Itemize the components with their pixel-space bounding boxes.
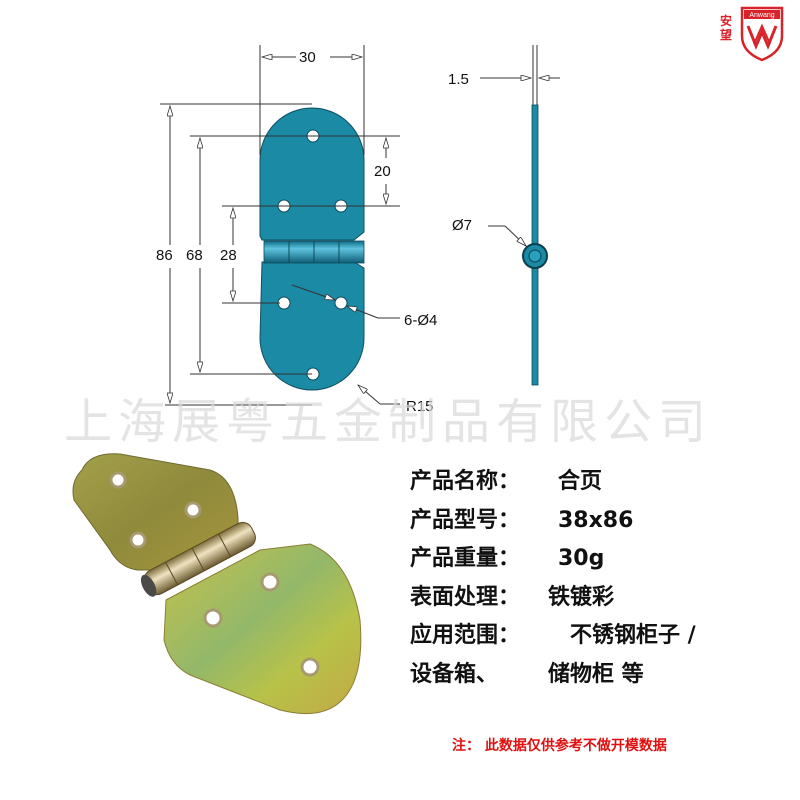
brand-logo: 安望 Anwang bbox=[720, 6, 790, 62]
dim-thickness: 1.5 bbox=[448, 71, 469, 88]
brand-name-cn: 安望 bbox=[720, 14, 733, 42]
spec-row-application: 应用范围：不锈钢柜子 / bbox=[410, 623, 696, 648]
hinge-side-view bbox=[522, 104, 548, 386]
technical-drawing bbox=[160, 45, 560, 406]
dim-outer-hole-span: 68 bbox=[186, 247, 203, 264]
shield-logo-icon: Anwang bbox=[740, 6, 784, 62]
spec-row-finish: 表面处理：铁镀彩 bbox=[410, 584, 615, 610]
spec-row-weight: 产品重量：30g bbox=[410, 546, 605, 571]
dim-inner-hole-span: 28 bbox=[220, 247, 237, 264]
spec-row-model: 产品型号：38x86 bbox=[410, 507, 634, 533]
dim-overall-length: 86 bbox=[156, 247, 173, 264]
product-photo bbox=[72, 453, 362, 715]
svg-text:Anwang: Anwang bbox=[749, 12, 774, 19]
dim-hole-spacing: 20 bbox=[374, 163, 391, 180]
dim-pin-diameter: Ø7 bbox=[452, 217, 473, 234]
dim-width: 30 bbox=[299, 49, 316, 66]
hinge-plate-front-view bbox=[259, 107, 365, 391]
dim-holes: 6-Ø4 bbox=[404, 312, 438, 329]
spec-row-name: 产品名称：合页 bbox=[410, 469, 603, 494]
dim-radius: R15 bbox=[406, 398, 434, 415]
product-specs: 产品名称：合页 产品型号：38x86 产品重量：30g 表面处理：铁镀彩 应用范… bbox=[410, 463, 696, 694]
disclaimer-note: 注： 此数据仅供参考不做开模数据 bbox=[452, 738, 667, 754]
spec-row-application-cont: 设备箱、储物柜 等 bbox=[410, 661, 644, 687]
